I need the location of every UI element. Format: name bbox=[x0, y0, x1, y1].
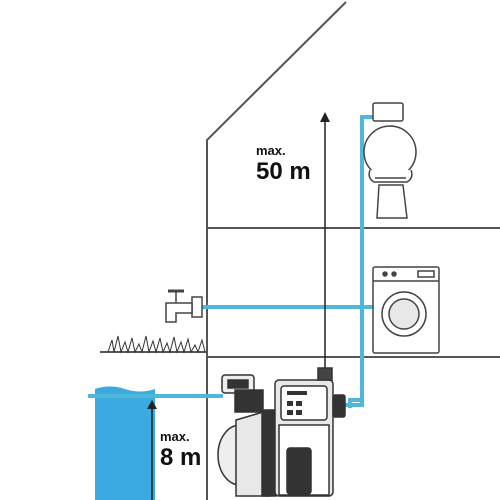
water-pipes bbox=[88, 115, 375, 408]
max-height-value: 50 m bbox=[256, 158, 311, 185]
washing-machine-icon bbox=[372, 266, 440, 354]
max-suction-value: 8 m bbox=[160, 444, 202, 471]
grass-icon bbox=[100, 335, 207, 354]
height-arrow-icon bbox=[320, 112, 330, 385]
max-delivery-height-label: max. 50 m bbox=[256, 144, 311, 184]
max-suction-height-label: max. 8 m bbox=[160, 430, 201, 470]
max-suction-small: max. bbox=[160, 429, 190, 444]
faucet-icon bbox=[165, 289, 203, 323]
max-height-small: max. bbox=[256, 143, 286, 158]
house-outline bbox=[206, 1, 500, 500]
pump-icon bbox=[217, 367, 346, 497]
suction-arrow-icon bbox=[147, 400, 157, 500]
water-tank bbox=[95, 386, 155, 500]
toilet-icon bbox=[363, 102, 417, 219]
